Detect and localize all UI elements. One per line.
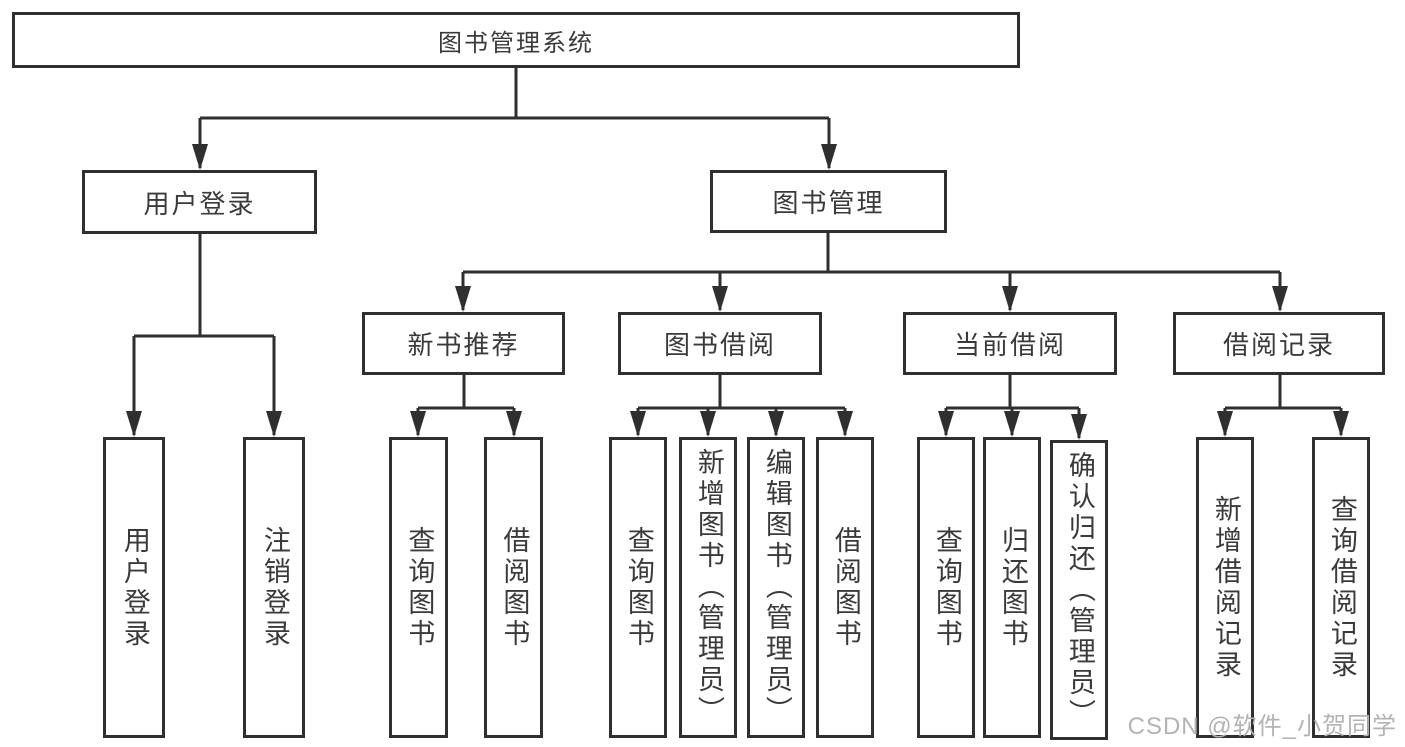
- arrowheads-group: [126, 144, 1349, 440]
- arrowhead-down-icon: [938, 411, 954, 437]
- node-user-login: 用户登录: [82, 170, 317, 234]
- leaf-logout: 注销登录: [243, 437, 305, 738]
- node-book-borrow: 图书借阅: [618, 312, 822, 375]
- leaf-query-borrow-record: 查询借阅记录: [1312, 437, 1370, 738]
- arrowhead-down-icon: [1333, 411, 1349, 437]
- watermark-text: CSDN @软件_小贺同学: [1127, 713, 1397, 740]
- arrowhead-down-icon: [266, 411, 282, 437]
- leaf-add-books-admin: 新增图书（管理员）: [679, 437, 737, 738]
- arrowhead-down-icon: [455, 286, 471, 312]
- arrowhead-down-icon: [1071, 414, 1087, 440]
- node-current-borrow: 当前借阅: [903, 312, 1117, 375]
- leaf-borrow-books: 借阅图书: [816, 437, 874, 738]
- node-new-book-recommend: 新书推荐: [362, 312, 565, 375]
- node-borrow-records: 借阅记录: [1173, 312, 1385, 375]
- arrowhead-down-icon: [630, 411, 646, 437]
- arrowhead-down-icon: [712, 286, 728, 312]
- arrowhead-down-icon: [700, 411, 716, 437]
- arrowhead-down-icon: [1217, 411, 1233, 437]
- arrowhead-down-icon: [837, 411, 853, 437]
- node-book-management: 图书管理: [710, 170, 947, 233]
- leaf-add-borrow-record: 新增借阅记录: [1196, 437, 1254, 738]
- leaf-query-books-recommend: 查询图书: [389, 437, 448, 738]
- arrowhead-down-icon: [192, 144, 208, 170]
- arrowhead-down-icon: [821, 144, 837, 170]
- leaf-return-books: 归还图书: [983, 437, 1041, 738]
- leaf-query-books-borrow: 查询图书: [609, 437, 667, 738]
- leaf-query-books-current: 查询图书: [917, 437, 975, 738]
- arrowhead-down-icon: [1272, 286, 1288, 312]
- arrowhead-down-icon: [768, 411, 784, 437]
- leaf-confirm-return-admin: 确认归还（管理员）: [1050, 440, 1108, 740]
- arrowhead-down-icon: [410, 411, 426, 437]
- arrowhead-down-icon: [1004, 411, 1020, 437]
- arrowhead-down-icon: [1002, 286, 1018, 312]
- connector-lines: [132, 68, 1343, 438]
- arrowhead-down-icon: [126, 411, 142, 437]
- leaf-edit-books-admin: 编辑图书（管理员）: [747, 437, 805, 738]
- arrowhead-down-icon: [506, 411, 522, 437]
- node-library-system: 图书管理系统: [12, 12, 1020, 68]
- leaf-user-login: 用户登录: [103, 437, 165, 738]
- leaf-borrow-books-recommend: 借阅图书: [484, 437, 543, 738]
